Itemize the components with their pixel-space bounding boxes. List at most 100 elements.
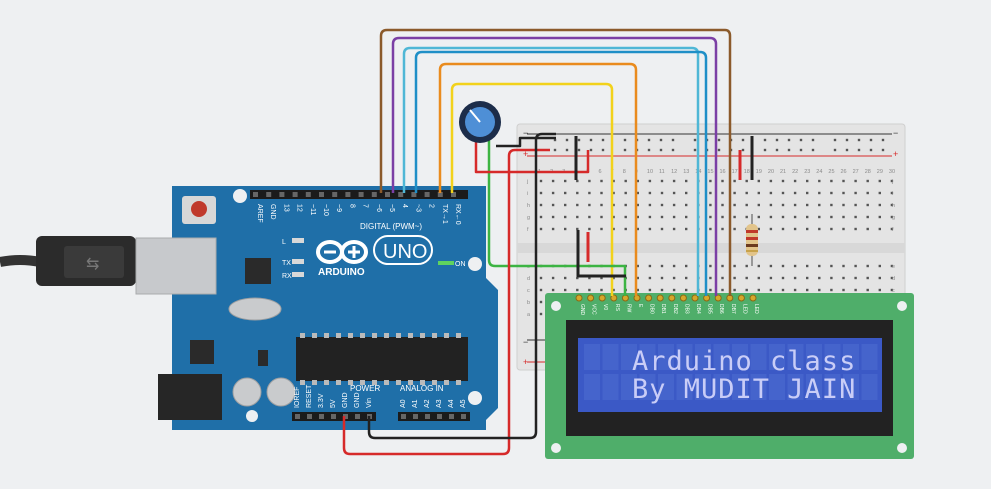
breadboard-hole[interactable] xyxy=(878,203,881,207)
breadboard-hole[interactable] xyxy=(648,276,652,280)
breadboard-hole[interactable] xyxy=(818,227,821,231)
breadboard-hole[interactable] xyxy=(685,203,688,207)
breadboard-hole[interactable] xyxy=(854,276,857,280)
resistor[interactable] xyxy=(746,214,758,266)
rail-hole[interactable] xyxy=(811,148,815,152)
breadboard-hole[interactable] xyxy=(842,203,845,207)
breadboard-hole[interactable] xyxy=(757,203,760,207)
rail-hole[interactable] xyxy=(857,148,861,152)
breadboard-hole[interactable] xyxy=(600,191,603,195)
breadboard-hole[interactable] xyxy=(781,288,785,292)
breadboard-hole[interactable] xyxy=(600,288,603,292)
breadboard-hole[interactable] xyxy=(636,227,639,231)
breadboard-hole[interactable] xyxy=(806,215,809,219)
rail-hole[interactable] xyxy=(763,148,767,152)
breadboard-hole[interactable] xyxy=(733,227,736,231)
breadboard-hole[interactable] xyxy=(660,191,664,195)
breadboard-hole[interactable] xyxy=(842,276,845,280)
breadboard-hole[interactable] xyxy=(672,203,676,207)
digital-pin[interactable] xyxy=(358,192,364,197)
breadboard-hole[interactable] xyxy=(830,215,833,219)
breadboard-hole[interactable] xyxy=(576,227,579,231)
breadboard-hole[interactable] xyxy=(769,203,773,207)
rail-hole[interactable] xyxy=(647,148,651,152)
breadboard-hole[interactable] xyxy=(709,264,712,268)
lcd-pin[interactable] xyxy=(587,294,595,302)
breadboard-hole[interactable] xyxy=(612,276,615,280)
rail-hole[interactable] xyxy=(601,138,605,142)
breadboard-hole[interactable] xyxy=(672,276,676,280)
breadboard-hole[interactable] xyxy=(830,264,833,268)
breadboard-hole[interactable] xyxy=(721,227,724,231)
breadboard-hole[interactable] xyxy=(685,288,688,292)
black-wire-gnd[interactable] xyxy=(367,132,556,440)
rail-hole[interactable] xyxy=(577,148,581,152)
digital-pin[interactable] xyxy=(398,192,404,197)
breadboard-hole[interactable] xyxy=(842,264,845,268)
power-pin[interactable] xyxy=(295,414,300,419)
breadboard-hole[interactable] xyxy=(551,227,555,231)
breadboard-hole[interactable] xyxy=(818,191,821,195)
breadboard-hole[interactable] xyxy=(551,288,555,292)
digital-pin[interactable] xyxy=(451,192,456,197)
yellow-wire[interactable] xyxy=(450,82,614,296)
digital-pin[interactable] xyxy=(411,192,417,197)
breadboard-hole[interactable] xyxy=(806,203,809,207)
breadboard-hole[interactable] xyxy=(636,215,639,219)
breadboard-hole[interactable] xyxy=(733,276,736,280)
breadboard-hole[interactable] xyxy=(830,288,833,292)
brown-wire[interactable] xyxy=(379,28,732,296)
digital-pin[interactable] xyxy=(345,192,351,197)
breadboard-hole[interactable] xyxy=(685,276,688,280)
digital-pin[interactable] xyxy=(279,192,285,197)
breadboard-hole[interactable] xyxy=(757,179,760,183)
breadboard-hole[interactable] xyxy=(648,227,652,231)
rail-hole[interactable] xyxy=(577,138,581,142)
breadboard-hole[interactable] xyxy=(672,227,676,231)
breadboard-hole[interactable] xyxy=(672,288,676,292)
rail-hole[interactable] xyxy=(623,138,627,142)
breadboard-hole[interactable] xyxy=(866,215,869,219)
breadboard-hole[interactable] xyxy=(685,179,688,183)
breadboard-hole[interactable] xyxy=(709,288,712,292)
breadboard-hole[interactable] xyxy=(781,179,785,183)
lcd-pin[interactable] xyxy=(668,294,676,302)
breadboard-hole[interactable] xyxy=(890,227,894,231)
breadboard-hole[interactable] xyxy=(709,191,712,195)
digital-pin[interactable] xyxy=(437,192,443,197)
breadboard-hole[interactable] xyxy=(636,191,639,195)
breadboard-hole[interactable] xyxy=(757,191,760,195)
breadboard-hole[interactable] xyxy=(733,264,736,268)
breadboard-hole[interactable] xyxy=(612,215,615,219)
power-pin[interactable] xyxy=(355,414,360,419)
lcd-pin[interactable] xyxy=(691,294,699,302)
breadboard-hole[interactable] xyxy=(660,179,664,183)
rail-hole[interactable] xyxy=(741,148,745,152)
breadboard-hole[interactable] xyxy=(854,203,857,207)
rail-hole[interactable] xyxy=(799,138,803,142)
power-pin[interactable] xyxy=(331,414,336,419)
breadboard-hole[interactable] xyxy=(660,227,664,231)
lcd-pin[interactable] xyxy=(598,294,606,302)
breadboard-hole[interactable] xyxy=(842,191,845,195)
breadboard-hole[interactable] xyxy=(636,179,639,183)
breadboard-hole[interactable] xyxy=(854,264,857,268)
breadboard-hole[interactable] xyxy=(781,276,785,280)
breadboard-hole[interactable] xyxy=(624,203,627,207)
breadboard-hole[interactable] xyxy=(685,215,688,219)
blue-wire[interactable] xyxy=(414,50,708,296)
digital-pin[interactable] xyxy=(332,192,338,197)
breadboard-hole[interactable] xyxy=(624,227,627,231)
breadboard-hole[interactable] xyxy=(842,227,845,231)
rail-hole[interactable] xyxy=(717,138,721,142)
breadboard-hole[interactable] xyxy=(600,179,603,183)
analog-pin[interactable] xyxy=(449,414,454,419)
breadboard-hole[interactable] xyxy=(781,191,785,195)
breadboard-hole[interactable] xyxy=(600,215,603,219)
breadboard-hole[interactable] xyxy=(551,215,555,219)
analog-pin[interactable] xyxy=(413,414,418,419)
breadboard-hole[interactable] xyxy=(685,264,688,268)
breadboard-hole[interactable] xyxy=(878,264,881,268)
rail-hole[interactable] xyxy=(833,148,837,152)
breadboard-hole[interactable] xyxy=(769,179,773,183)
